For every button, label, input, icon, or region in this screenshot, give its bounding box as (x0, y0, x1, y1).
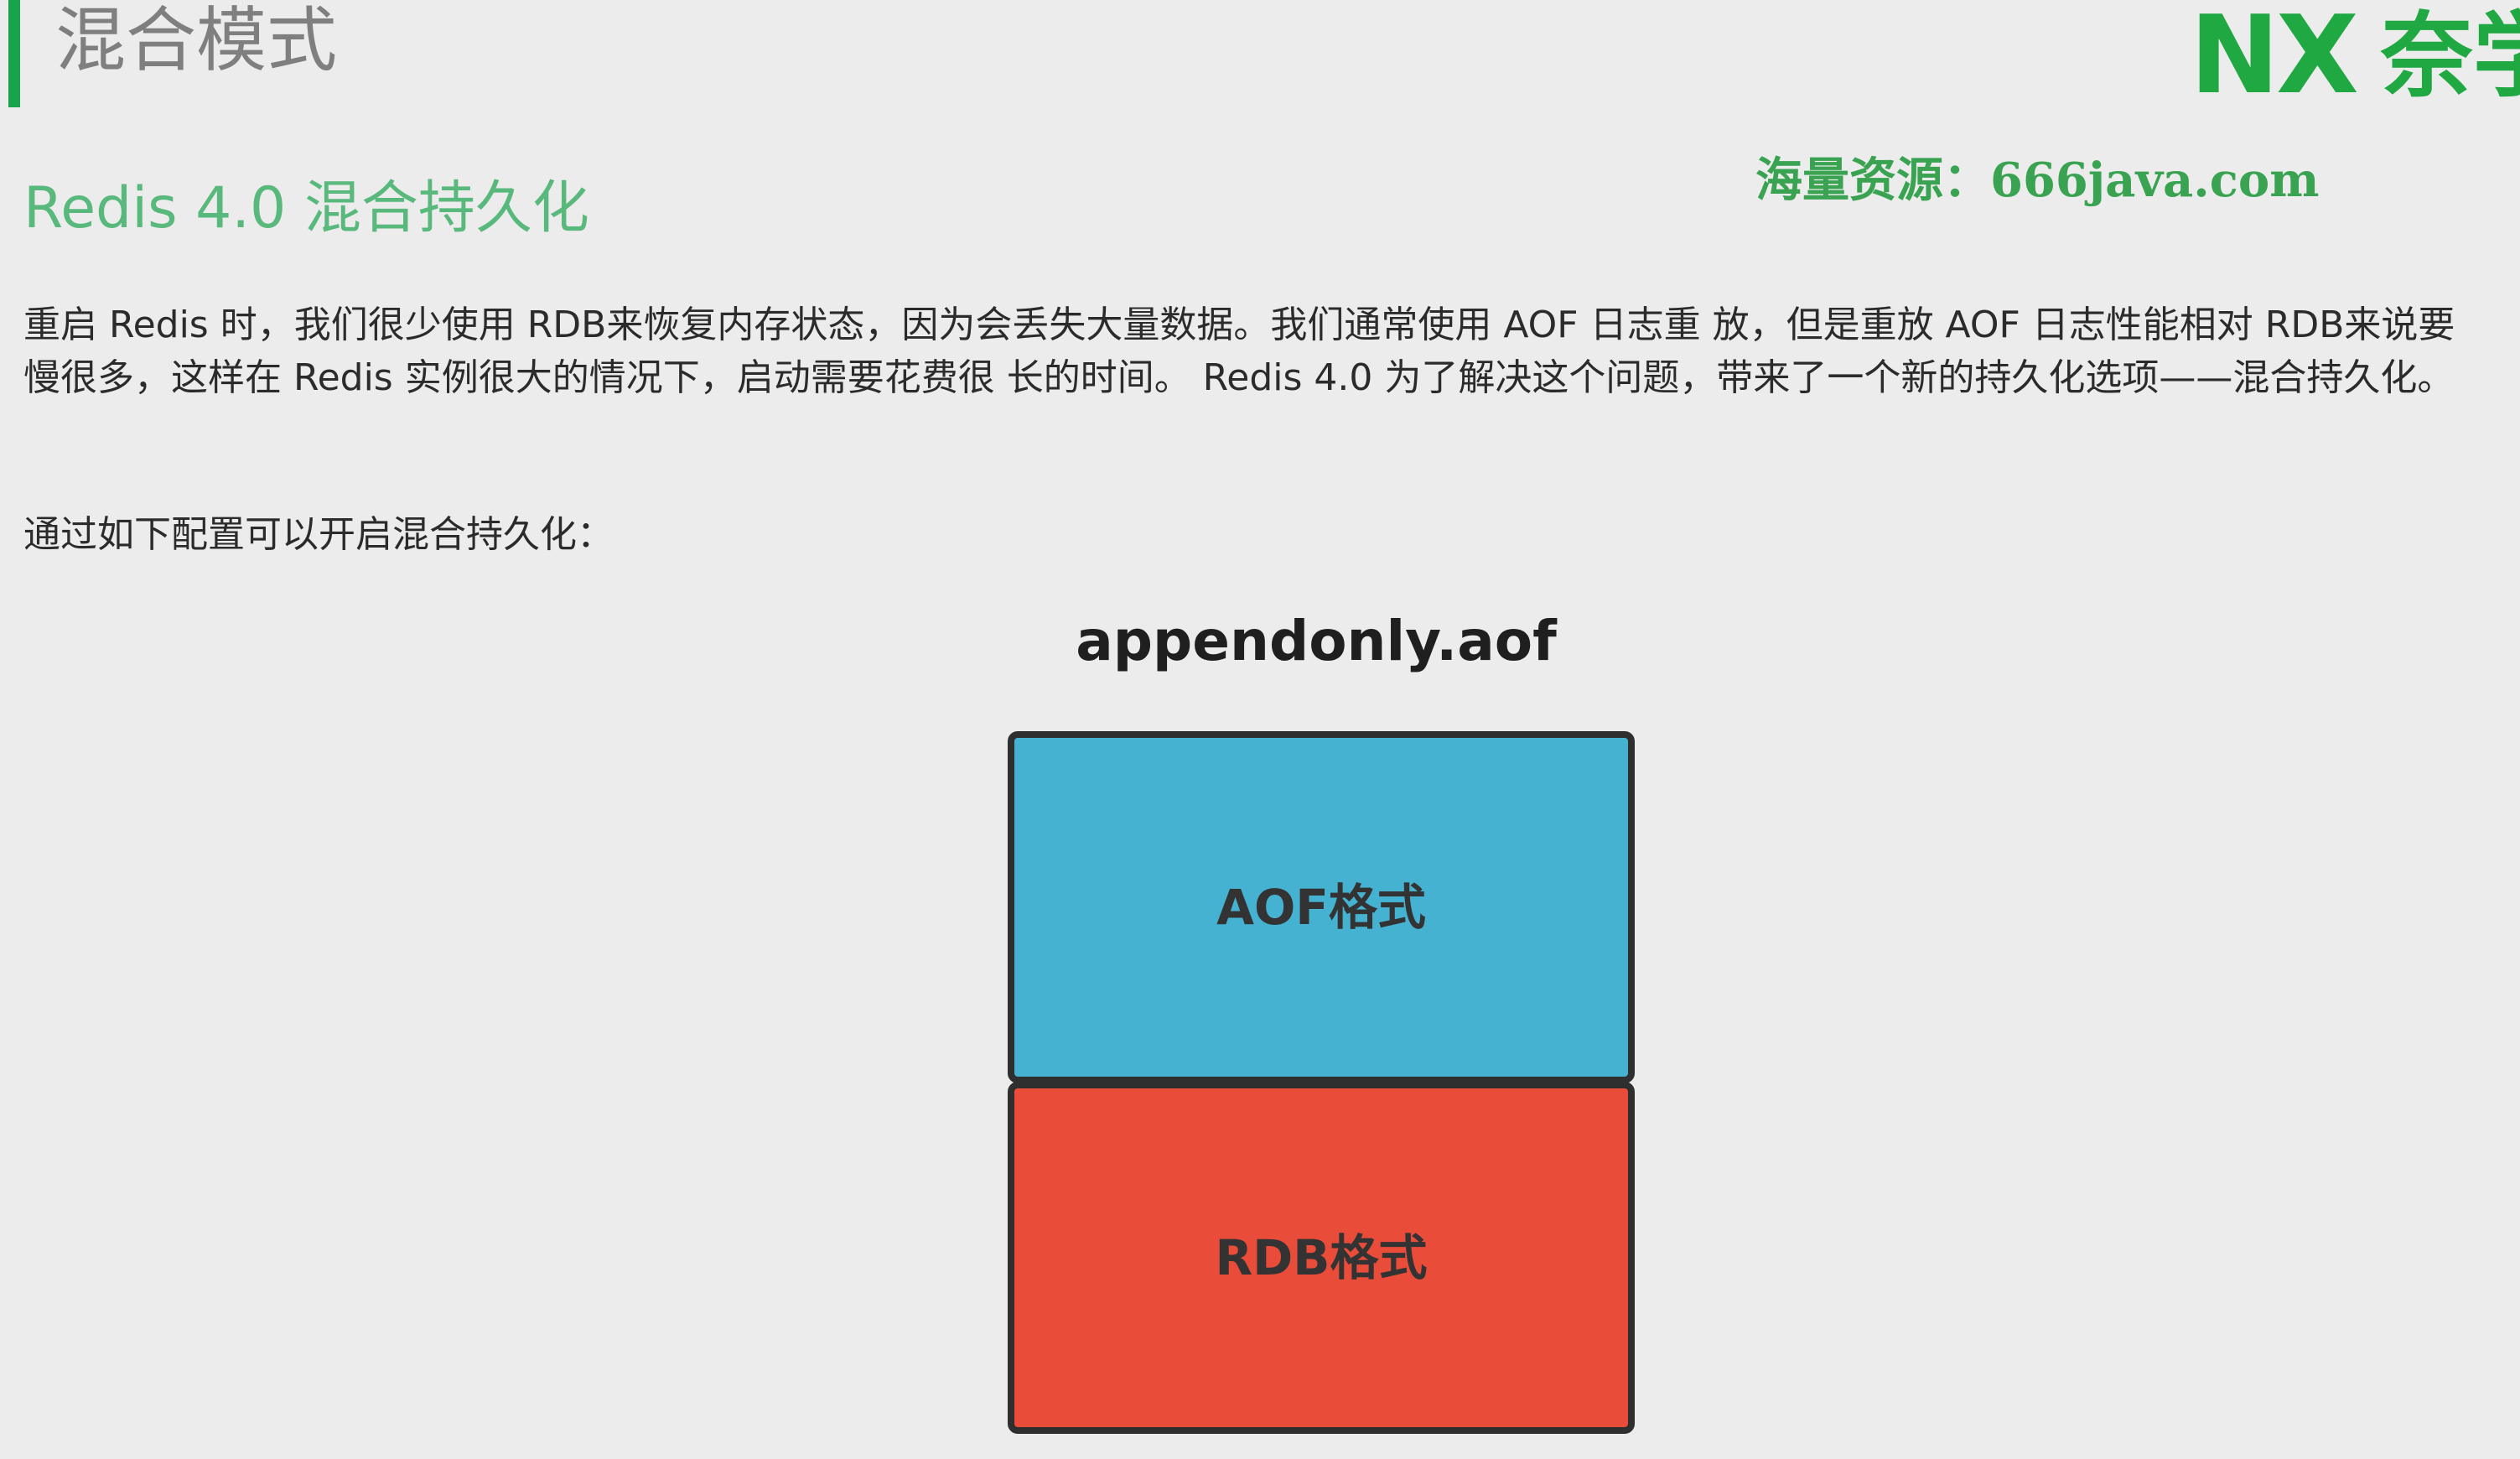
rdb-format-label: RDB格式 (1215, 1229, 1428, 1286)
brand-logo: NX 奈学 (2190, 2, 2520, 111)
aof-format-box: AOF格式 (1008, 731, 1635, 1083)
slide-title: 混合模式 (55, 0, 338, 81)
diagram-title: appendonly.aof (1076, 609, 1557, 673)
title-accent-bar (8, 0, 20, 107)
body-paragraph: 重启 Redis 时，我们很少使用 RDB来恢复内存状态，因为会丢失大量数据。我… (23, 304, 2455, 399)
brand-logo-mark: NX (2190, 0, 2359, 118)
config-note: 通过如下配置可以开启混合持久化： (23, 513, 614, 556)
section-heading: Redis 4.0 混合持久化 (23, 175, 589, 241)
resource-link-text: 海量资源：666java.com (1755, 153, 2320, 208)
rdb-format-box: RDB格式 (1008, 1082, 1635, 1434)
aof-format-label: AOF格式 (1216, 879, 1426, 936)
brand-logo-text: 奈学 (2380, 3, 2520, 110)
